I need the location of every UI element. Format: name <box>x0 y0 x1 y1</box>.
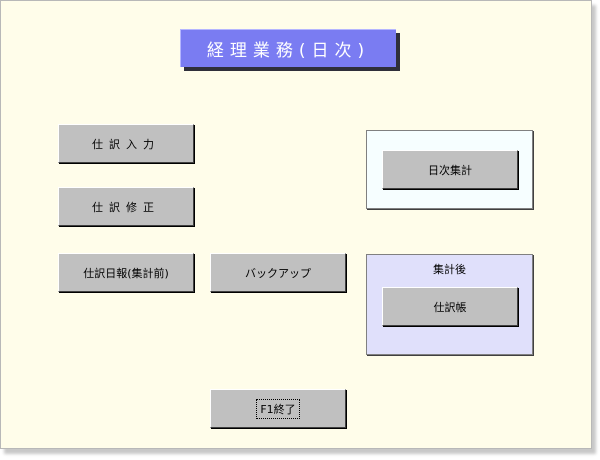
journal-correction-button[interactable]: 仕訳修正 <box>58 187 194 226</box>
after-aggregation-panel: 集計後 仕訳帳 <box>366 254 533 355</box>
page-title: 経理業務(日次) <box>180 29 396 67</box>
journal-book-button[interactable]: 仕訳帳 <box>382 287 518 326</box>
journal-daily-report-button[interactable]: 仕訳日報(集計前) <box>58 253 194 292</box>
main-window: 経理業務(日次) 仕訳入力 仕訳修正 仕訳日報(集計前) バックアップ 日次集計… <box>0 0 592 449</box>
daily-aggregation-panel: 日次集計 <box>366 130 533 209</box>
exit-button[interactable]: F1終了 <box>210 389 346 428</box>
backup-button[interactable]: バックアップ <box>210 253 346 292</box>
journal-entry-button[interactable]: 仕訳入力 <box>58 124 194 163</box>
exit-button-label: F1終了 <box>256 398 300 419</box>
daily-aggregation-button[interactable]: 日次集計 <box>382 150 518 189</box>
after-aggregation-label: 集計後 <box>433 263 466 276</box>
